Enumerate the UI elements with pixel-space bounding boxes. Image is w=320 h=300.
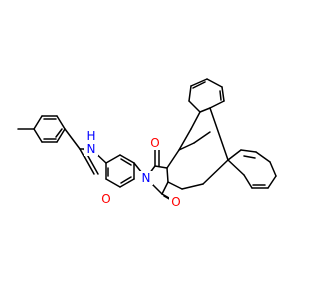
atom-labels: N H O N O O bbox=[84, 129, 183, 209]
bond-lines bbox=[17, 78, 277, 205]
bond-line bbox=[79, 148, 95, 175]
bond-line bbox=[243, 174, 253, 189]
bond-line bbox=[119, 154, 135, 164]
bond-line bbox=[55, 128, 63, 138]
bond-line bbox=[120, 176, 132, 184]
imide-oxygen-top-label: O bbox=[150, 136, 159, 150]
amide-oxygen-label: O bbox=[101, 192, 110, 206]
bond-line bbox=[33, 115, 43, 130]
bond-line bbox=[269, 161, 277, 177]
molecule-structure: N H O N O O bbox=[17, 78, 277, 209]
amide-nitrogen-label: N bbox=[87, 142, 96, 156]
bond-line bbox=[33, 128, 43, 143]
bond-line bbox=[209, 107, 229, 161]
bond-line bbox=[120, 158, 132, 166]
bond-line bbox=[56, 115, 66, 130]
bond-line bbox=[188, 100, 201, 113]
bond-line bbox=[243, 155, 256, 159]
imide-nitrogen-label: N bbox=[142, 171, 151, 185]
bond-line bbox=[221, 86, 225, 102]
bond-line bbox=[166, 167, 169, 183]
bond-line bbox=[209, 100, 225, 109]
imide-oxygen-bottom-label: O bbox=[171, 195, 180, 209]
bond-line bbox=[219, 90, 222, 101]
bond-line bbox=[227, 159, 245, 176]
amide-hydrogen-label: H bbox=[86, 129, 95, 143]
bond-line bbox=[255, 151, 271, 163]
bond-line bbox=[267, 175, 277, 189]
bond-line bbox=[178, 128, 192, 151]
bond-line bbox=[105, 154, 121, 164]
bond-line bbox=[199, 107, 211, 113]
bond-line bbox=[190, 78, 208, 87]
bond-line bbox=[161, 181, 169, 195]
bond-line bbox=[64, 128, 81, 150]
bond-line bbox=[167, 181, 183, 190]
bond-line bbox=[192, 81, 206, 89]
bond-line bbox=[227, 149, 242, 161]
bond-line bbox=[56, 128, 66, 143]
bond-line bbox=[181, 183, 204, 190]
bond-line bbox=[193, 131, 211, 144]
bond-line bbox=[154, 165, 168, 169]
bond-line bbox=[240, 149, 257, 153]
bond-line bbox=[166, 149, 180, 169]
bond-line bbox=[105, 178, 121, 188]
bond-line bbox=[202, 159, 229, 185]
bond-line bbox=[188, 85, 192, 102]
bond-line bbox=[206, 78, 223, 88]
bond-line bbox=[119, 178, 135, 188]
bond-line bbox=[190, 111, 201, 130]
bond-line bbox=[178, 142, 195, 151]
